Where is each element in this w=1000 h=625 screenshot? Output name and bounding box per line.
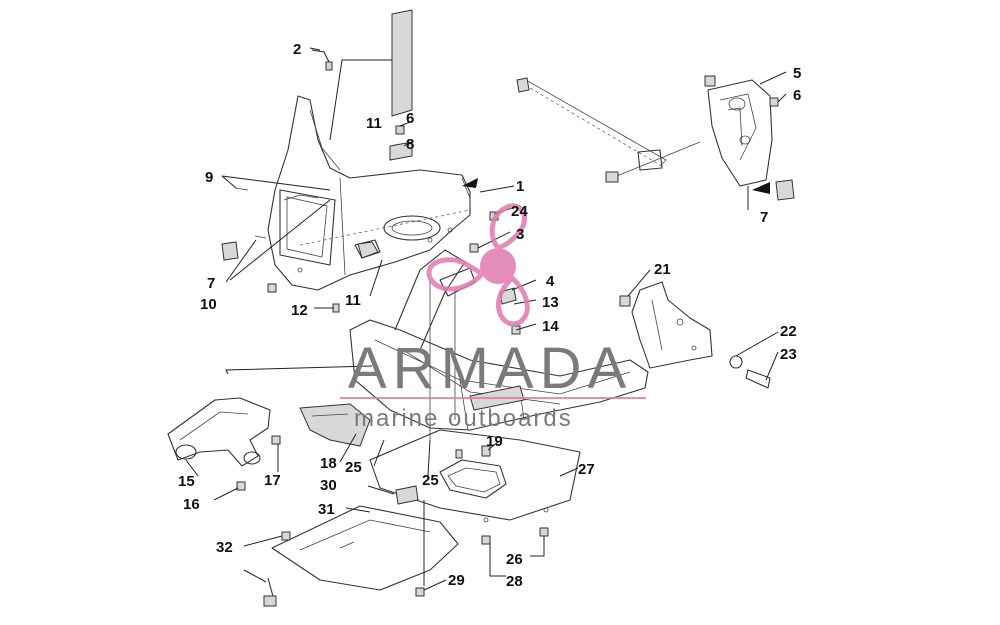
- leader-lines: [185, 47, 787, 591]
- belly-pan: [369, 429, 581, 523]
- side-panel: [619, 281, 771, 389]
- watermark-logo: [340, 203, 646, 399]
- callout-24: 25: [422, 472, 439, 489]
- callout-13: 13: [542, 294, 559, 311]
- callout-6: 6: [793, 87, 801, 104]
- callout-1: 1: [516, 178, 524, 195]
- skid-plate: [271, 485, 459, 591]
- callout-30: 31: [318, 501, 335, 518]
- callout-8: 8: [406, 136, 414, 153]
- callout-11: 11: [345, 292, 361, 309]
- foam-pad: [329, 9, 413, 141]
- callout-31: 32: [216, 539, 233, 556]
- lower-fasteners: [263, 211, 549, 607]
- callout-18: 18: [320, 455, 337, 472]
- callout-7: 7: [760, 209, 768, 226]
- callout-6: 6: [406, 110, 414, 127]
- callout-22: 23: [780, 346, 797, 363]
- callout-25: 25: [345, 459, 362, 476]
- callout-10: 10: [200, 296, 217, 313]
- callout-16: 16: [183, 496, 200, 513]
- front-support: [299, 403, 371, 447]
- callout-labels: 2 11 6 8 9 7 10 12 11 1 24 3 4 13 14 5 6…: [178, 41, 801, 590]
- watermark-tagline: marine outboards: [354, 405, 573, 432]
- callout-5: 5: [793, 65, 801, 82]
- callout-21: 22: [780, 323, 797, 340]
- callout-14: 14: [542, 318, 559, 335]
- watermark-brand: ARMADA: [348, 336, 632, 401]
- callout-11: 11: [366, 115, 382, 132]
- callout-23: 24: [511, 203, 528, 220]
- callout-9: 9: [205, 169, 213, 186]
- callout-15: 15: [178, 473, 195, 490]
- right-bracket-assembly: [516, 75, 795, 210]
- callout-25: 26: [506, 551, 523, 568]
- callout-7: 7: [207, 275, 215, 292]
- callout-4: 4: [546, 273, 555, 290]
- callout-3: 3: [516, 226, 524, 243]
- front-bulkhead: [267, 95, 478, 291]
- callout-27: 28: [506, 573, 523, 590]
- callout-19: 19: [486, 433, 503, 450]
- callout-29: 30: [320, 477, 337, 494]
- callout-20: 21: [654, 261, 671, 278]
- callout-2: 2: [293, 41, 301, 58]
- air-duct: [167, 365, 373, 491]
- callout-17: 17: [264, 472, 281, 489]
- callout-26: 27: [578, 461, 595, 478]
- upper-fasteners: [221, 49, 413, 313]
- callout-12: 12: [291, 302, 308, 319]
- callout-28: 29: [448, 572, 465, 589]
